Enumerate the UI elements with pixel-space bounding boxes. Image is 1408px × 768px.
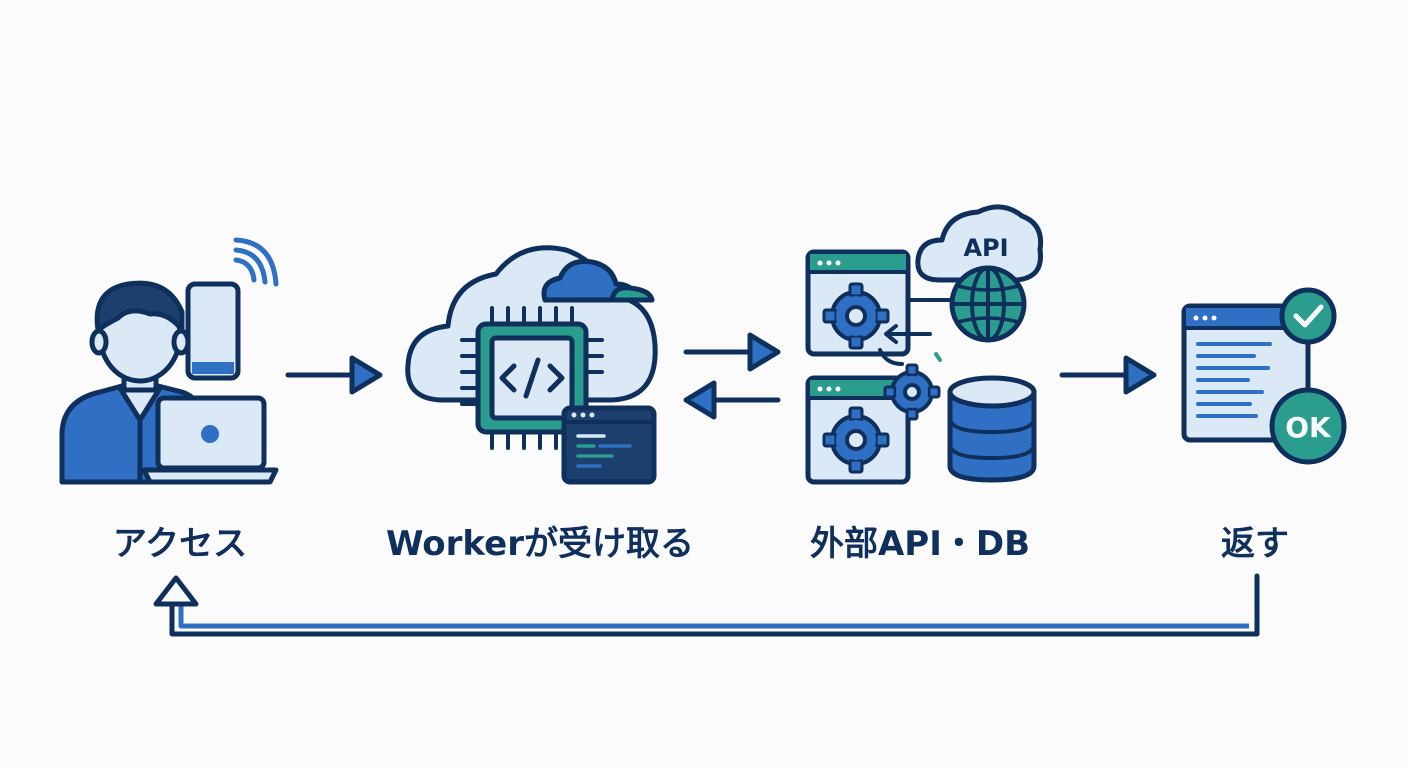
step-label-external: 外部API・DB <box>809 523 1031 564</box>
arrow-right-2 <box>683 332 781 372</box>
return-arrow <box>153 573 1260 637</box>
globe-icon <box>949 265 1027 343</box>
response-ok-icon: OK <box>1181 287 1347 465</box>
database-icon <box>947 375 1037 483</box>
arrow-left-2 <box>683 380 781 420</box>
ok-badge-text: OK <box>1285 411 1332 444</box>
check-circle-icon <box>1279 287 1337 345</box>
api-database-icon: API <box>805 204 1044 485</box>
step-label-worker: Workerが受け取る <box>386 523 694 564</box>
ok-badge-circle <box>1269 387 1347 465</box>
arrow-right-1 <box>285 355 383 395</box>
api-badge-text: API <box>963 234 1008 262</box>
cloud-chip-worker-icon <box>405 245 658 485</box>
step-label-return: 返す <box>1221 523 1289 564</box>
arrow-right-3 <box>1059 355 1157 395</box>
step-label-access: アクセス <box>112 523 248 564</box>
user-with-devices-icon <box>59 237 279 485</box>
